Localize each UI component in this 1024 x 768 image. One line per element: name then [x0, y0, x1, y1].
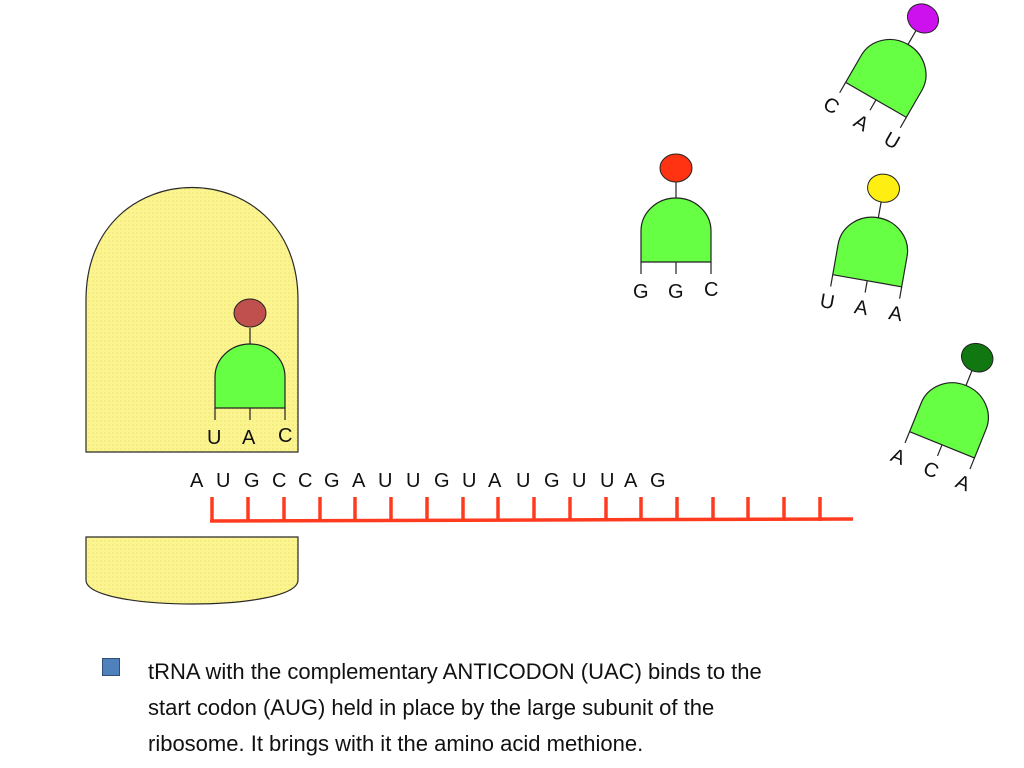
mrna-base: G	[650, 470, 666, 492]
mrna-base: U	[462, 470, 476, 492]
mrna-base: U	[516, 470, 530, 492]
trna-free-aca: A C A	[888, 342, 994, 497]
trna-free-cau: C A U	[819, 3, 940, 154]
amino-acid-red	[659, 153, 693, 183]
anticodon-base: A	[952, 471, 973, 497]
anticodon-base: A	[850, 111, 873, 137]
trna-bound: U A C	[207, 298, 292, 449]
mrna-base: U	[572, 470, 586, 492]
anticodon-base: U	[880, 128, 904, 154]
mrna-base: U	[216, 470, 230, 492]
anticodon-base: G	[668, 281, 684, 303]
mrna-base: C	[272, 470, 286, 492]
amino-acid-dark-green	[960, 342, 994, 373]
anticodon-base: C	[819, 93, 843, 119]
caption-line: ribosome. It brings with it the amino ac…	[148, 731, 644, 756]
caption-line: start codon (AUG) held in place by the l…	[148, 695, 715, 720]
anticodon-base: A	[853, 296, 871, 320]
anticodon-base: U	[207, 427, 221, 449]
ribosome-large-subunit	[85, 187, 299, 453]
trna-free-uaa: U A A	[818, 173, 909, 326]
mrna-base: A	[190, 470, 204, 492]
mrna-base: G	[544, 470, 560, 492]
trna-free-ggc: G G C	[633, 153, 718, 303]
anticodon-base: C	[278, 425, 292, 447]
mrna-base: G	[324, 470, 340, 492]
mrna-base: A	[624, 470, 638, 492]
mrna-base: C	[298, 470, 312, 492]
anticodon-base: A	[888, 444, 909, 470]
mrna-base: G	[244, 470, 260, 492]
anticodon-base: C	[704, 279, 718, 301]
anticodon-base: G	[633, 281, 649, 303]
mrna-strand	[209, 497, 854, 523]
mrna-base: A	[488, 470, 502, 492]
ribosome-small-subunit	[85, 536, 299, 605]
mrna-sequence: A U G C C G A U U G U A U G U U A G	[190, 470, 666, 492]
mrna-base: A	[352, 470, 366, 492]
bullet-square-icon	[102, 658, 120, 676]
trna-bound-body	[214, 343, 286, 409]
anticodon-base: A	[887, 302, 905, 326]
amino-acid-yellow	[867, 173, 900, 203]
amino-acid-methionine	[233, 298, 267, 328]
mrna-base: G	[434, 470, 450, 492]
anticodon-base: U	[818, 290, 836, 314]
mrna-base: U	[406, 470, 420, 492]
anticodon-base: A	[242, 427, 256, 449]
caption-text: tRNA with the complementary ANTICODON (U…	[148, 654, 888, 762]
caption-line: tRNA with the complementary ANTICODON (U…	[148, 659, 762, 684]
mrna-base: U	[378, 470, 392, 492]
anticodon-base: C	[920, 458, 942, 484]
amino-acid-magenta	[906, 3, 940, 34]
mrna-base: U	[600, 470, 614, 492]
